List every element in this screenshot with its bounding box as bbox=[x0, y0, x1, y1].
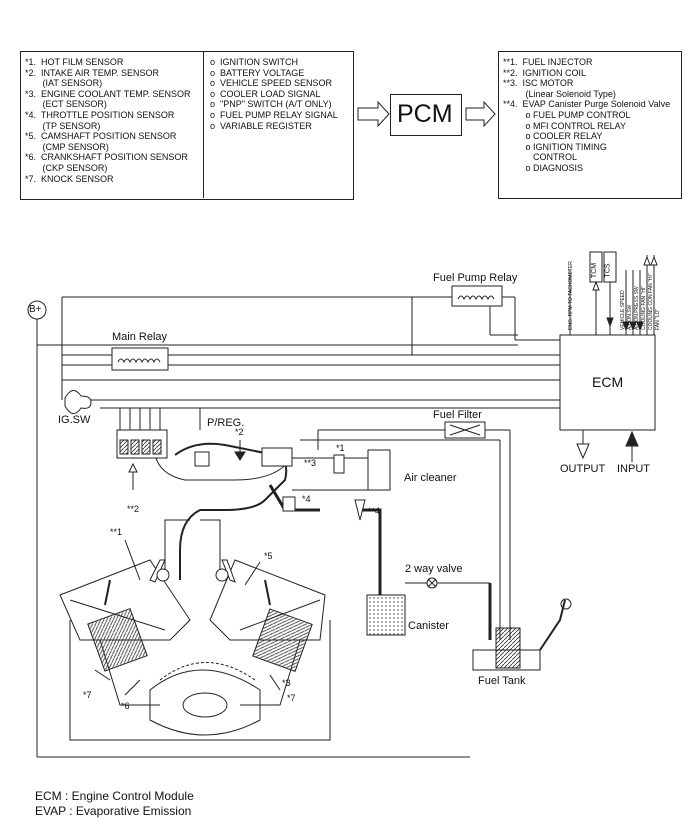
output-line: (Linear Solenoid Type) bbox=[503, 88, 616, 99]
inputs-box bbox=[20, 51, 354, 200]
canister-symbol bbox=[366, 594, 406, 636]
callout-cc4: **4 bbox=[368, 506, 381, 516]
arrow-inputs-to-pcm bbox=[357, 100, 390, 128]
callout-5: *5 bbox=[264, 551, 273, 561]
ecm-signal-label: ENG. RPM TO TACHOMETER bbox=[568, 261, 574, 330]
signal-line: o FUEL PUMP RELAY SIGNAL bbox=[210, 109, 338, 120]
signal-line: o IGNITION SWITCH bbox=[210, 57, 299, 67]
canister-label: Canister bbox=[408, 620, 449, 632]
signal-line: o COOLER LOAD SIGNAL bbox=[210, 88, 321, 99]
output-line: **3. ISC MOTOR bbox=[503, 78, 574, 89]
ecm-signal-label: COOLING CON FAN "HI" bbox=[648, 273, 654, 330]
input-label: INPUT bbox=[617, 463, 650, 475]
pcm-label: PCM bbox=[397, 100, 453, 128]
battery-label: B+ bbox=[29, 304, 42, 315]
output-label: OUTPUT bbox=[560, 463, 606, 475]
sensor-line: (CMP SENSOR) bbox=[25, 141, 109, 152]
signal-line: o VARIABLE REGISTER bbox=[210, 120, 312, 131]
fuel-tank-label: Fuel Tank bbox=[478, 675, 526, 687]
inputs-divider bbox=[203, 51, 204, 198]
sensor-line: (CKP SENSOR) bbox=[25, 162, 108, 173]
output-line: **1. FUEL INJECTOR bbox=[503, 57, 593, 67]
sensor-line: (ECT SENSOR) bbox=[25, 99, 107, 110]
fuel-pump-relay-label: Fuel Pump Relay bbox=[433, 272, 518, 284]
sensor-line: *1. HOT FILM SENSOR bbox=[25, 57, 124, 67]
sensor-line: (TP SENSOR) bbox=[25, 120, 101, 131]
signal-line: o BATTERY VOLTAGE bbox=[210, 67, 305, 78]
output-line: o COOLER RELAY bbox=[503, 131, 603, 142]
p-reg-label: P/REG. bbox=[207, 417, 245, 429]
fuel-pump-relay-symbol bbox=[451, 285, 503, 307]
sensor-line: *7. KNOCK SENSOR bbox=[25, 173, 114, 184]
outputs-box bbox=[498, 51, 682, 199]
sensor-line: *3. ENGINE COOLANT TEMP. SENSOR bbox=[25, 88, 191, 99]
signal-line: o "PNP" SWITCH (A/T ONLY) bbox=[210, 99, 332, 110]
callout-6: *6 bbox=[121, 701, 130, 711]
output-line: o FUEL PUMP CONTROL bbox=[503, 109, 631, 120]
ecm-signal-label: VEHICLE SPEED bbox=[620, 290, 626, 330]
fuel-filter-label: Fuel Filter bbox=[433, 409, 482, 421]
ecm-signal-label: A/CON.SW bbox=[627, 304, 633, 330]
ig-switch-label: IG.SW bbox=[58, 414, 91, 426]
callout-2: *2 bbox=[235, 427, 244, 437]
callout-cc1: **1 bbox=[110, 527, 123, 537]
callout-cc3: **3 bbox=[304, 458, 317, 468]
output-line: o DIAGNOSIS bbox=[503, 162, 584, 173]
ecm-signal-label: COOLING FAN "HI" bbox=[641, 285, 647, 330]
callout-3: *3 bbox=[282, 678, 291, 688]
arrow-pcm-to-outputs bbox=[465, 100, 496, 128]
two-way-valve-label: 2 way valve bbox=[405, 563, 463, 575]
output-line: **4. EVAP Canister Purge Solenoid Valve bbox=[503, 99, 671, 110]
ecm-signal-arrows bbox=[569, 251, 658, 462]
main-relay-label: Main Relay bbox=[112, 331, 168, 343]
ecm-label: ECM bbox=[592, 374, 624, 390]
p-reg-symbol bbox=[194, 451, 210, 467]
pcm-box bbox=[390, 94, 462, 136]
sensor-line: *2. INTAKE AIR TEMP. SENSOR bbox=[25, 67, 160, 78]
output-line: o IGNITION TIMING bbox=[503, 141, 607, 152]
output-line: **2. IGNITION COIL bbox=[503, 67, 587, 78]
sensor-list: *1. HOT FILM SENSOR*2. INTAKE AIR TEMP. … bbox=[25, 57, 191, 184]
callout-cc2: **2 bbox=[127, 504, 140, 514]
output-list: **1. FUEL INJECTOR**2. IGNITION COIL**3.… bbox=[503, 57, 670, 174]
tcs-label: TCS bbox=[604, 263, 612, 278]
ecm-block bbox=[559, 334, 656, 431]
ecm-signal-label: FAN "LO" bbox=[655, 308, 661, 330]
output-line: o MFI CONTROL RELAY bbox=[503, 120, 627, 131]
signal-line: o VEHICLE SPEED SENSOR bbox=[210, 78, 333, 89]
air-cleaner-label: Air cleaner bbox=[404, 472, 457, 484]
sensor-line: *6. CRANKSHAFT POSITION SENSOR bbox=[25, 152, 188, 163]
tcm-label: TCM bbox=[591, 262, 599, 279]
engine-assembly bbox=[59, 429, 572, 741]
callout-7b: *7 bbox=[287, 693, 296, 703]
callout-7a: *7 bbox=[83, 690, 92, 700]
sensor-line: *4. THROTTLE POSITION SENSOR bbox=[25, 109, 175, 120]
output-line: CONTROL bbox=[503, 152, 578, 163]
legend-ecm: ECM : Engine Control Module bbox=[35, 789, 194, 803]
sensor-line: *5. CAMSHAFT POSITION SENSOR bbox=[25, 131, 177, 142]
callout-1: *1 bbox=[336, 443, 345, 453]
wiring bbox=[27, 285, 656, 758]
sensor-line: (IAT SENSOR) bbox=[25, 78, 103, 89]
callout-4: *4 bbox=[302, 494, 311, 504]
legend-evap: EVAP : Evaporative Emission bbox=[35, 804, 192, 818]
ecm-signal-label: A/CON.PRESS.SW bbox=[634, 286, 640, 330]
